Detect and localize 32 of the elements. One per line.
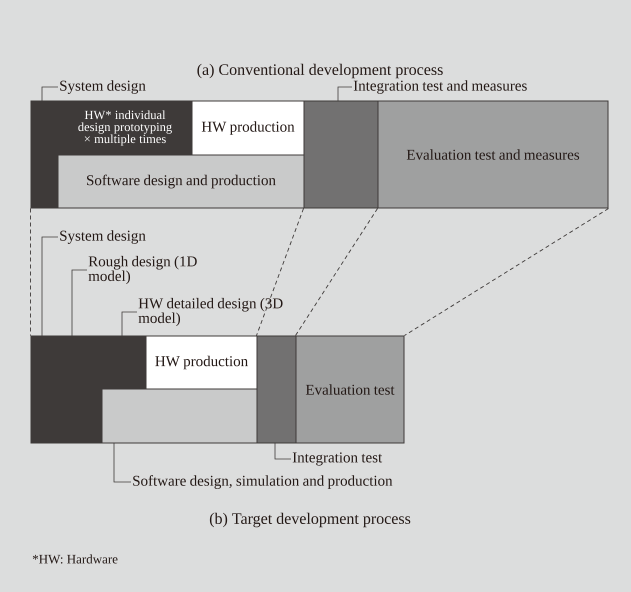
phase-label: HW detailed design (3D model) [138, 298, 283, 326]
phase-bar [102, 388, 258, 444]
phase-bar [304, 100, 378, 208]
caption: (a) Conventional development process [197, 64, 443, 78]
phase-label: Integration test [292, 452, 382, 466]
phase-label: System design [60, 230, 146, 244]
leader-line [42, 236, 58, 336]
projection-line [30, 208, 31, 336]
leader-line [114, 443, 132, 482]
footnote: *HW: Hardware [32, 554, 118, 564]
projection-line [295, 208, 378, 336]
phase-bar [30, 100, 58, 208]
process-box: Evaluation test [296, 336, 404, 444]
process-box: Software design and production [58, 154, 304, 208]
phase-bar [256, 336, 296, 444]
leader-line [274, 443, 292, 460]
projection-line [256, 208, 304, 336]
phase-label: Integration test and measures [354, 80, 527, 94]
process-box: HW production [146, 336, 258, 390]
phase-label: System design [60, 80, 146, 94]
projection-line [404, 208, 609, 336]
leader-line [42, 86, 58, 101]
process-box: HW production [192, 100, 304, 156]
leader-line [122, 312, 138, 336]
caption: (b) Target development process [210, 512, 410, 528]
leader-line [72, 270, 88, 336]
phase-bar [30, 336, 58, 444]
phase-bar [102, 336, 146, 390]
phase-label: Software design, simulation and production [133, 475, 392, 489]
leader-line [338, 86, 352, 101]
phase-label: Rough design (1D model) [88, 256, 197, 284]
process-box: Evaluation test and measures [378, 100, 608, 208]
